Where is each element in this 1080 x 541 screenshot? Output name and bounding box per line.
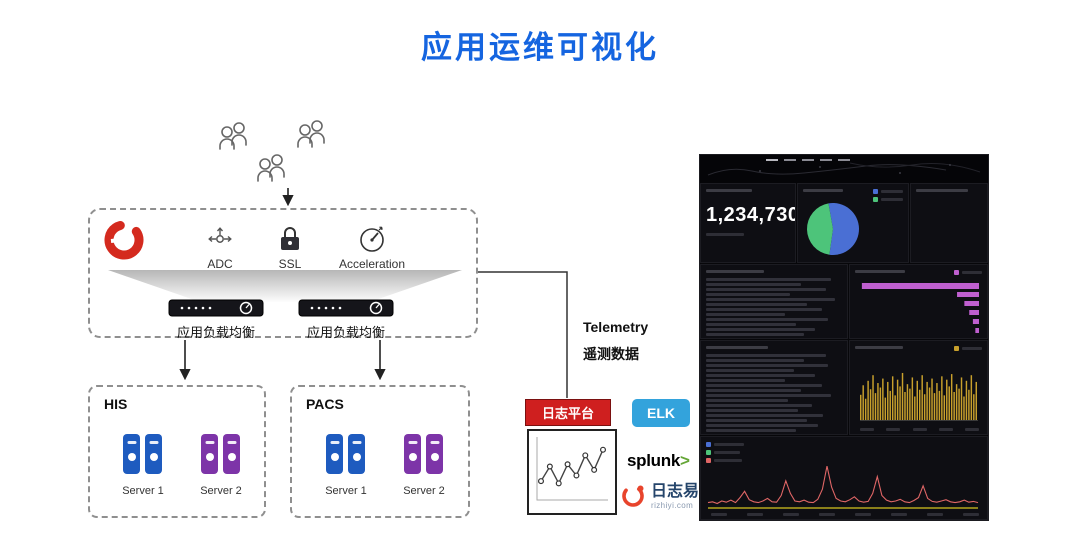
acceleration-label: Acceleration bbox=[338, 257, 406, 271]
pacs-server1-label: Server 1 bbox=[325, 485, 367, 497]
big-number: 1,234,730 bbox=[706, 204, 795, 226]
load-balancer-appliance-icon bbox=[168, 299, 264, 317]
rizhiyi-logo: 日志易 rizhiyi.com bbox=[620, 483, 699, 510]
load-balancer-label: 应用负载均衡 bbox=[176, 325, 255, 340]
x-axis-ticks bbox=[711, 513, 979, 516]
feature-ssl: SSL bbox=[248, 222, 332, 271]
log-rows bbox=[706, 278, 842, 338]
pacs-server2-icon bbox=[404, 434, 443, 474]
panel-title-bar bbox=[916, 189, 968, 192]
timeline-panel bbox=[700, 436, 988, 520]
pacs-group-box: PACS Server 1 Server 2 bbox=[290, 385, 470, 518]
elk-badge: ELK bbox=[632, 399, 690, 427]
log-platform-badge: 日志平台 bbox=[525, 399, 611, 426]
hbar-legend bbox=[954, 270, 982, 275]
his-server1-icon bbox=[123, 434, 162, 474]
telemetry-en: Telemetry bbox=[583, 319, 649, 335]
his-title: HIS bbox=[104, 396, 128, 412]
hbar-panel bbox=[849, 264, 988, 339]
his-server2-label: Server 2 bbox=[200, 485, 242, 497]
x-axis-ticks bbox=[860, 428, 979, 431]
vendor-logo-icon bbox=[104, 220, 144, 260]
panel-title-bar bbox=[706, 189, 752, 192]
load-balancer-appliance-icon bbox=[298, 299, 394, 317]
his-group-box: HIS Server 1 Server 2 bbox=[88, 385, 266, 518]
dashboard-screenshot: 1,234,730 bbox=[699, 154, 989, 521]
panel-title-bar bbox=[855, 346, 903, 349]
line-chart-icon bbox=[536, 437, 608, 501]
feature-adc: ADC bbox=[178, 222, 262, 271]
panel-title-bar bbox=[706, 346, 768, 349]
users-icon bbox=[219, 120, 325, 182]
log-rows bbox=[706, 354, 842, 432]
histogram-legend bbox=[954, 346, 982, 351]
adc-label: ADC bbox=[207, 257, 233, 271]
metric-panel: 1,234,730 bbox=[700, 183, 796, 263]
ssl-label: SSL bbox=[278, 257, 302, 271]
log-chart-box bbox=[527, 429, 617, 515]
spiky-line-chart bbox=[707, 465, 979, 509]
feature-acceleration: Acceleration bbox=[330, 222, 414, 271]
pacs-title: PACS bbox=[306, 396, 344, 412]
metric-subtext-bar bbox=[706, 233, 744, 236]
rizhiyi-domain: rizhiyi.com bbox=[651, 500, 694, 510]
panel-title-bar bbox=[706, 270, 764, 273]
page-title: 应用运维可视化 bbox=[421, 30, 659, 65]
pie-legend bbox=[873, 189, 903, 202]
telemetry-label: Telemetry 遥测数据 bbox=[583, 314, 648, 369]
pacs-server2-label: Server 2 bbox=[403, 485, 445, 497]
pie-chart bbox=[807, 203, 859, 255]
log-list-panel bbox=[700, 264, 848, 339]
panel-title-bar bbox=[803, 189, 843, 192]
histogram-chart bbox=[860, 372, 978, 421]
splunk-name: splunk bbox=[627, 451, 680, 470]
pie-panel bbox=[797, 183, 909, 263]
horizontal-bar-chart bbox=[861, 283, 979, 333]
panel-title-bar bbox=[855, 270, 905, 273]
splunk-logo: splunk> bbox=[627, 451, 690, 471]
rizhiyi-name: 日志易 bbox=[651, 483, 700, 500]
his-server1-label: Server 1 bbox=[122, 485, 164, 497]
load-balancer-label: 应用负载均衡 bbox=[306, 325, 385, 340]
dashboard-map bbox=[700, 155, 988, 183]
rizhiyi-icon bbox=[622, 485, 644, 508]
adc-icon bbox=[178, 222, 262, 254]
telemetry-zh: 遥测数据 bbox=[583, 346, 639, 363]
splunk-arrow: > bbox=[680, 451, 690, 470]
timeline-legend bbox=[706, 442, 744, 463]
load-balancer-cluster-box: ADC SSL Acceleration bbox=[88, 208, 478, 340]
his-server2-icon bbox=[201, 434, 240, 474]
light-beam bbox=[108, 270, 462, 302]
lock-icon bbox=[248, 222, 332, 254]
empty-panel bbox=[910, 183, 988, 263]
gauge-icon bbox=[330, 222, 414, 254]
histogram-panel bbox=[849, 340, 988, 435]
log-list-panel bbox=[700, 340, 848, 435]
pacs-server1-icon bbox=[326, 434, 365, 474]
telemetry-connector-line bbox=[478, 271, 568, 398]
